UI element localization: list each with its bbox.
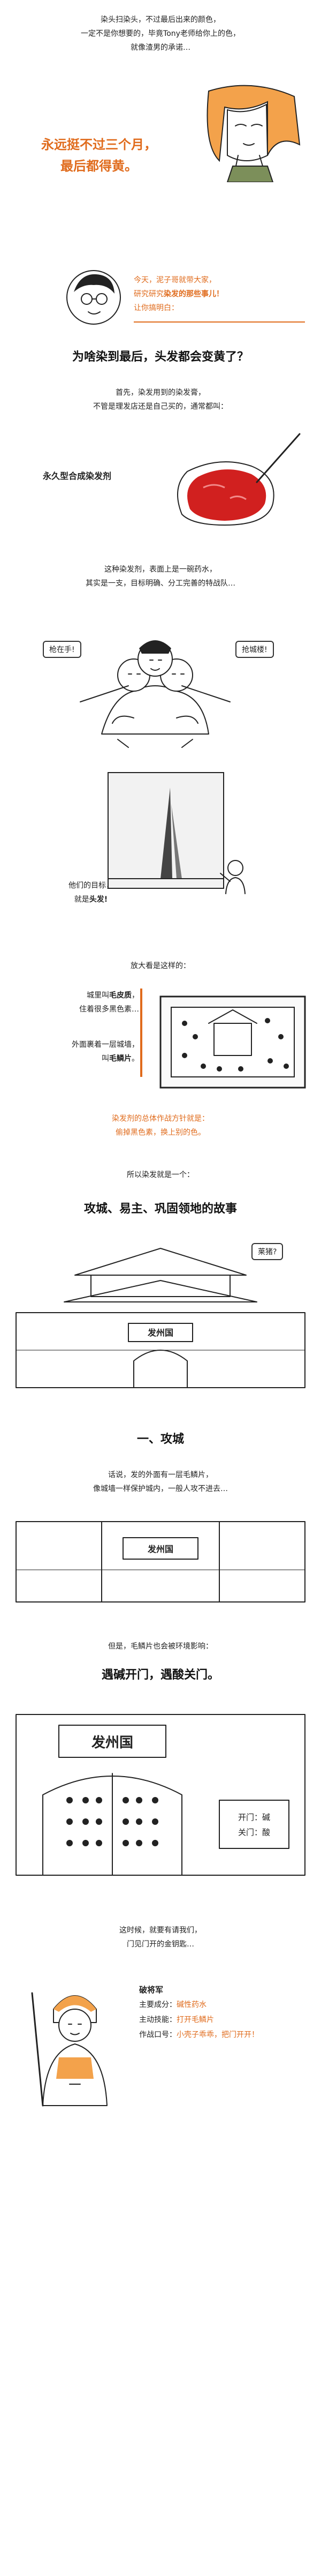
army-bubble-left: 枪在手! [43,641,81,658]
section-1-title: 一、攻城 [136,1433,184,1446]
potion-explain-text: 这种染发剂，表面上是一碗药水， 其实是一支，目标明确、分工完善的特战队… [32,563,289,590]
host-intro-text: 今天，泥子哥就带大家， 研究研究染发的那些事儿！ 让你搞明白： [134,273,305,315]
general-row-3: 作战口号：小壳子乖乖，把门开开！ [139,2027,310,2042]
story-intro: 所以染发就是一个： [127,1171,194,1179]
section-1-gate-plaque: 发州国 [147,1544,173,1554]
zoom-left-line-4-suffix: 。 [132,1054,139,1063]
dye-intro-text: 首先，染发用到的染发膏， 不管是理发店还是自己买的，通常都叫： [32,386,289,414]
intro-line-1: 染头扫染头，不过最后出来的颜色， [101,16,220,24]
zoom-left-line-1-prefix: 城里叫 [87,991,109,1000]
general-name: 破将军 [139,1985,164,1995]
host-line-1: 今天，泥子哥就带大家， [134,276,216,284]
intro-text-block: 染头扫染头，不过最后出来的颜色， 一定不是你想要的，毕竟Tony老师给你上的色，… [80,13,241,55]
host-line-3: 让你搞明白： [134,304,179,312]
story-gate-plaque: 发州国 [147,1328,173,1338]
zoom-left-line-1: 城里叫毛皮质， [11,989,139,1002]
general-info-card: 破将军 主要成分：碱性药水 主动技能：打开毛鳞片 作战口号：小壳子乖乖，把门开开… [139,1982,310,2042]
zoom-left-text: 城里叫毛皮质， 住着很多黑色素… 外面裹着一层城墙， 叫毛鳞片。 [11,989,139,1066]
woman-orange-hair-illustration [207,85,301,182]
zoom-left-line-3: 外面裹着一层城墙， [72,1040,139,1049]
host-avatar [66,270,121,325]
section-1b-line-1: 但是，毛鳞片也会被环境影响： [108,1642,213,1651]
target-line-2-prefix: 就是 [74,895,89,904]
section-1b-sign: 开门：碱 关门：酸 [219,1810,289,1840]
potion-explain-line-1: 这种染发剂，表面上是一碗药水， [104,565,217,574]
section-1b-sign-1: 开门：碱 [238,1813,270,1822]
general-intro-line-1: 这时候，就要有请我们， [119,1926,202,1935]
hair-cross-section-fortress [159,995,306,1089]
host-divider [134,321,305,323]
section-1-line-1: 话说，发的外面有一层毛鳞片， [108,1471,213,1479]
zoom-left-line-4-prefix: 叫 [102,1054,109,1063]
target-line-2: 就是头发! [43,893,139,907]
general-row-1-value: 碱性药水 [177,2001,207,2009]
general-row-1-label: 主要成分： [139,2001,177,2009]
section-1-line-2: 像城墙一样保护城内，一般人攻不进去… [93,1485,228,1493]
question-heading: 为啥染到最后，头发都会变黄了？ [72,350,249,364]
zoom-left-line-4: 叫毛鳞片。 [11,1052,139,1066]
potion-explain-line-2: 其实是一支，目标明确、分工完善的特战队… [86,579,235,588]
zoom-left-line-1-bold: 毛皮质 [109,991,132,1000]
dye-intro-line-1: 首先，染发用到的染发膏， [116,388,205,397]
principle-line-1: 染发剂的总体作战方针就是： [112,1114,209,1123]
intro-line-3: 就像渣男的承诺… [131,43,190,52]
intro-headline: 永远挺不过三个月， 最后都得黄。 [11,134,187,177]
zoom-orange-bar [140,989,142,1077]
gate-with-door-illustration [16,1714,305,1876]
general-row-2-value: 打开毛鳞片 [177,2016,214,2024]
general-intro-line-2: 门见门开的金钥匙… [127,1940,194,1949]
army-bubble-right: 抢城楼! [235,641,274,658]
section-1b-gate-plaque: 发州国 [91,1735,133,1751]
section-1-text: 话说，发的外面有一层毛鳞片， 像城墙一样保护城内，一般人攻不进去… [32,1468,289,1496]
section-1b-bold: 遇碱开门，遇酸关门。 [101,1668,219,1682]
target-line-1: 他们的目标， [68,881,113,890]
dye-label: 永久型合成染发剂 [43,471,112,481]
dye-intro-line-2: 不管是理发店还是自己买的，通常都叫： [93,402,228,411]
intro-line-2: 一定不是你想要的，毕竟Tony老师给你上的色， [81,29,240,38]
story-title: 攻城、易主、巩固领地的故事 [83,1202,237,1216]
principle-line-2: 偷掉黑色素，换上别的色。 [116,1128,205,1137]
zoom-intro: 放大看是这样的： [131,962,190,970]
armored-general-illustration [31,1992,108,2107]
general-row-2-label: 主动技能： [139,2016,177,2024]
section-1b-sign-2: 关门：酸 [238,1828,270,1837]
story-bubble: 莱猪? [251,1243,284,1260]
general-row-1: 主要成分：碱性药水 [139,1997,310,2012]
target-line-2-bold: 头发! [89,895,108,904]
target-text: 他们的目标， 就是头发! [43,879,139,907]
host-line-2-bold: 染发的那些事儿！ [164,290,224,298]
principle-text: 染发剂的总体作战方针就是： 偷掉黑色素，换上别的色。 [32,1112,289,1140]
closed-city-wall-illustration [16,1521,305,1602]
general-row-2: 主动技能：打开毛鳞片 [139,2012,310,2027]
general-row-3-value: 小壳子乖乖，把门开开！ [177,2031,259,2039]
city-gate-illustration [16,1248,305,1388]
needle-target-illustration [108,772,224,889]
intro-headline-line-2: 最后都得黄。 [60,159,137,174]
intro-headline-line-1: 永远挺不过三个月， [41,137,157,152]
host-line-2: 研究研究染发的那些事儿！ [134,287,305,301]
general-row-3-label: 作战口号： [139,2031,177,2039]
general-intro-text: 这时候，就要有请我们， 门见门开的金钥匙… [32,1923,289,1951]
zoom-left-line-1-suffix: ， [132,991,139,1000]
zoom-left-line-4-bold: 毛鳞片 [109,1054,132,1063]
red-dye-bowl-illustration [177,433,301,526]
soldiers-army-illustration [80,640,231,748]
host-line-2-prefix: 研究研究 [134,290,164,298]
zoom-left-line-2: 住着很多黑色素… [79,1005,139,1014]
small-soldier-icon [220,860,246,894]
